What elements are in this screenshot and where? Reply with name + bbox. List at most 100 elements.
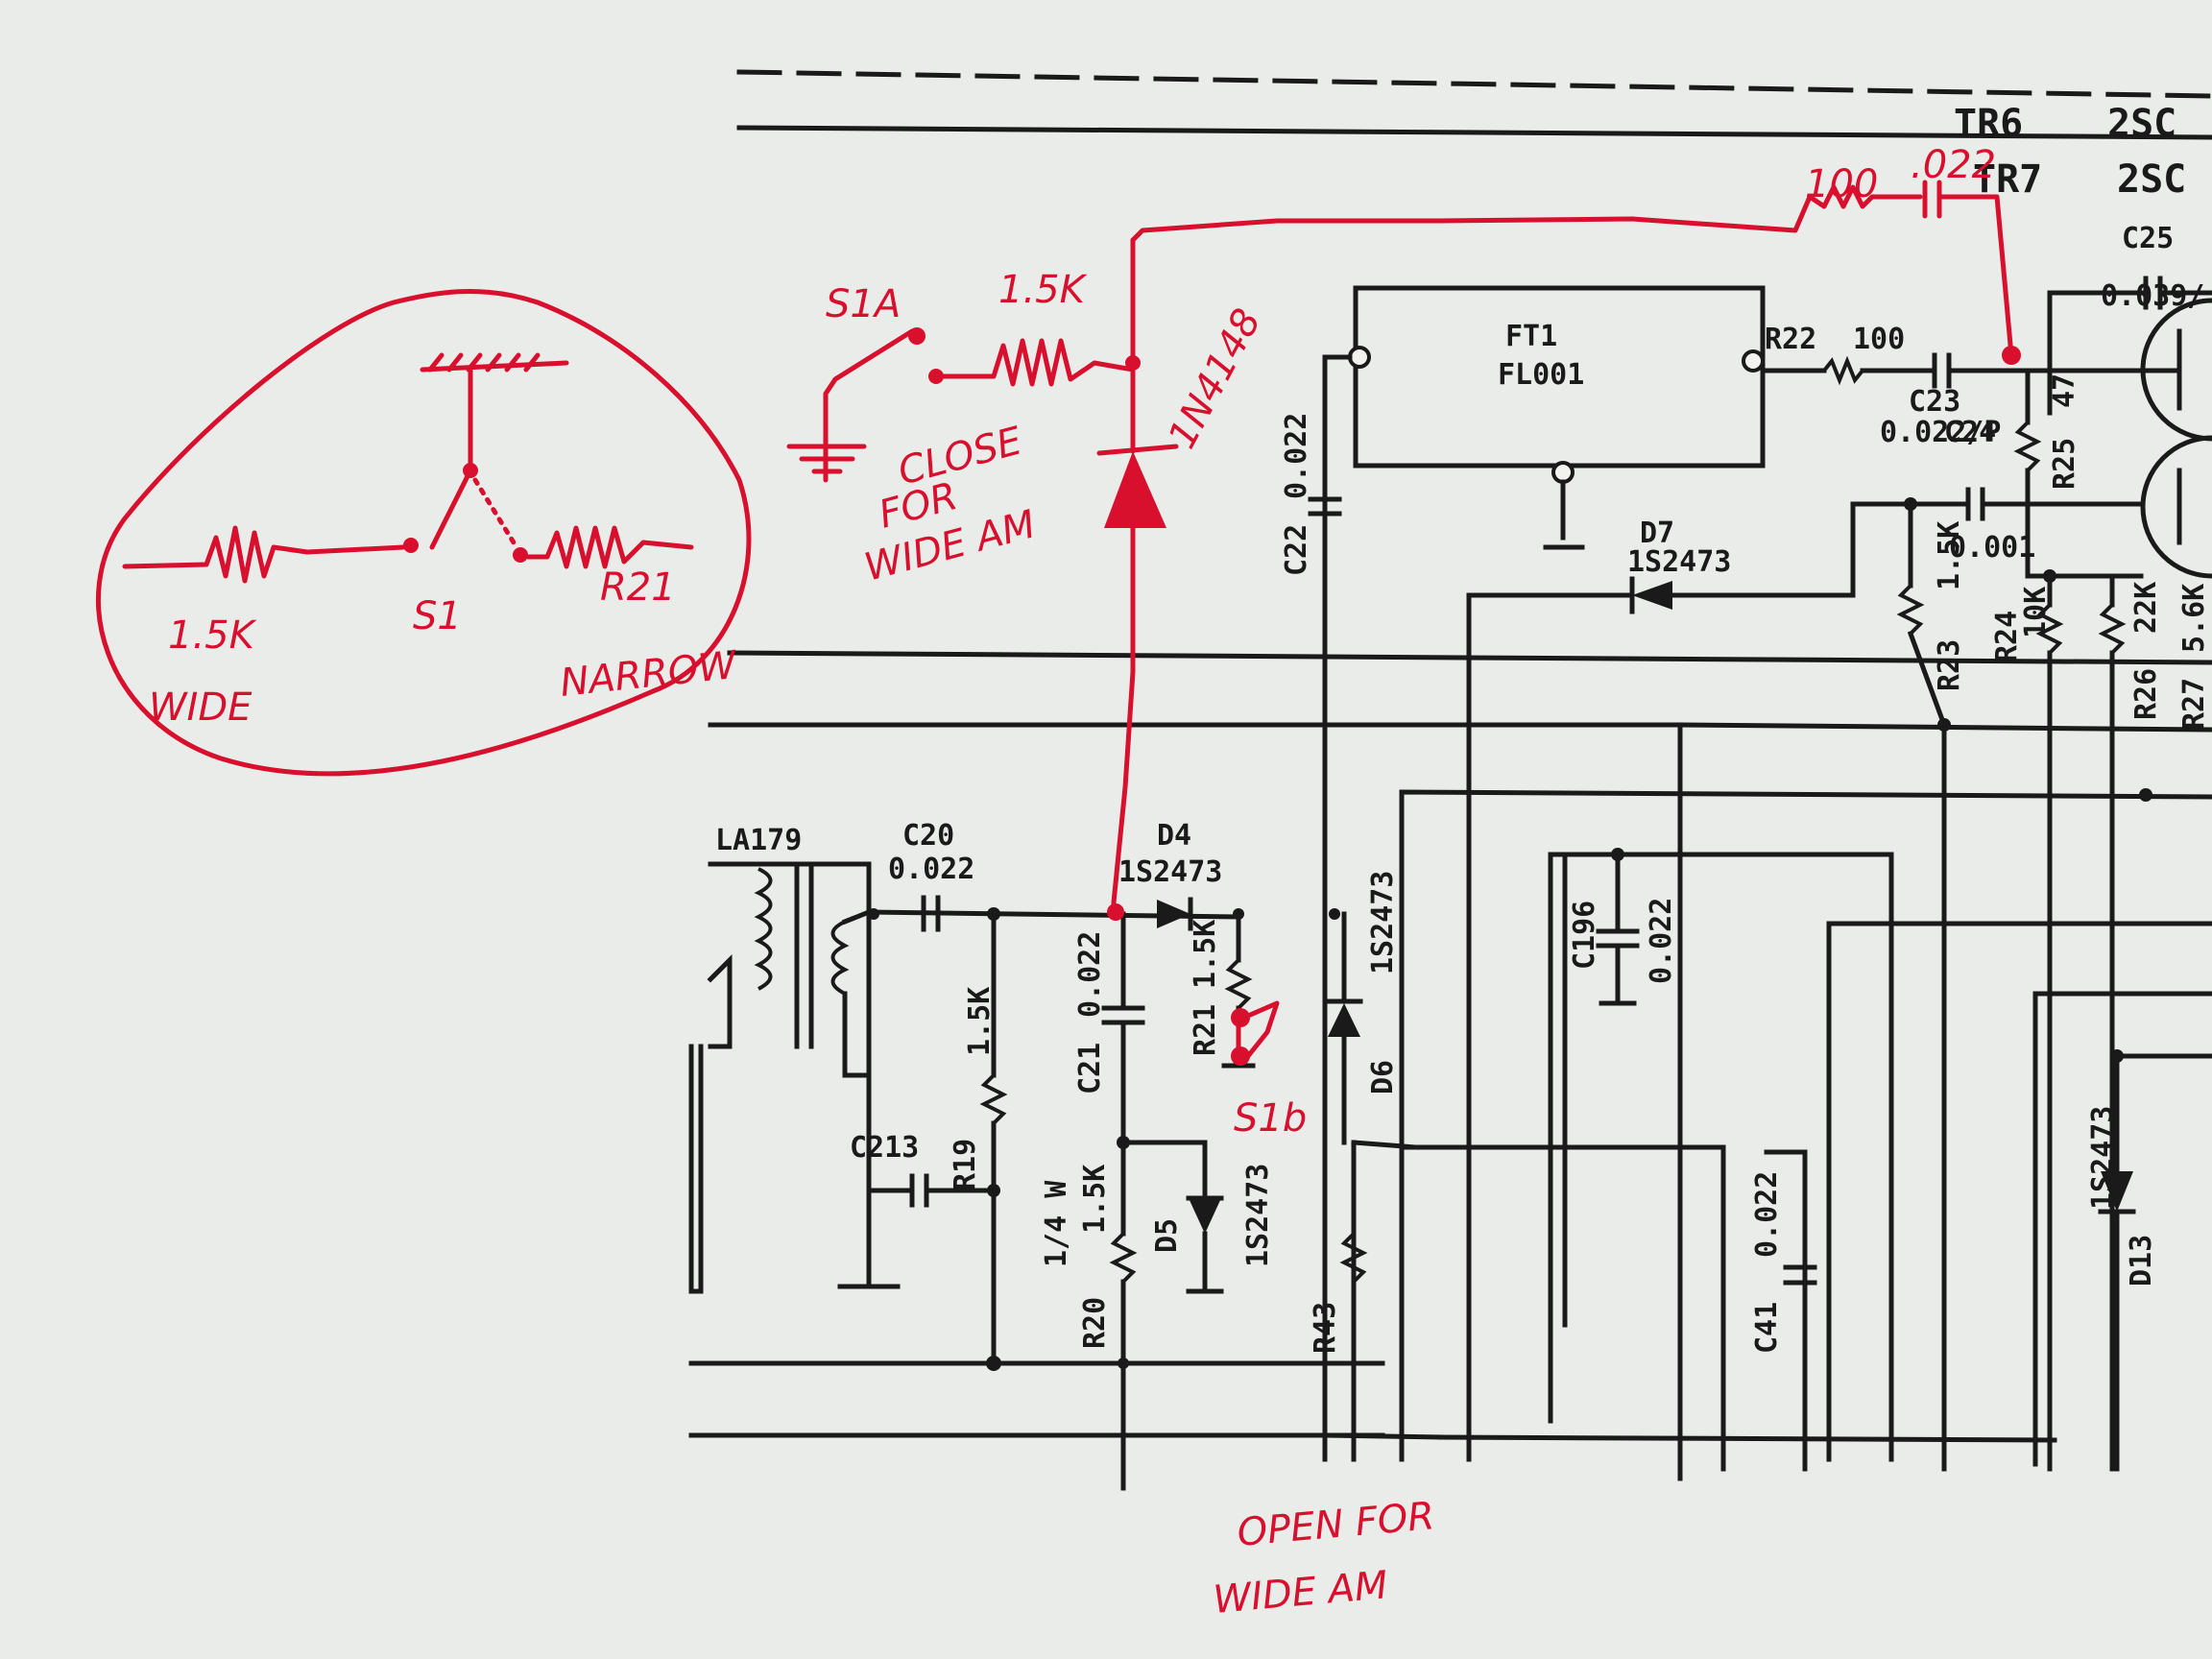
d13-label: D13 (2125, 1235, 2158, 1286)
c21-value: 0.022 (1073, 931, 1107, 1018)
resistor-r24: R24 10K (1990, 569, 2144, 1472)
resistor-r21: R21 1.5K (1189, 911, 1256, 1069)
d4-part: 1S2473 (1118, 855, 1222, 889)
c24-label: C24 (1944, 416, 1996, 449)
r19-label: R19 (949, 1139, 982, 1190)
c21-label: C21 (1073, 1043, 1107, 1094)
tr6-part: 2SC (2107, 102, 2176, 146)
s1a-label: S1A (826, 282, 901, 326)
resistor-r43: R43 (1309, 1197, 1368, 1354)
r22-value: 100 (1853, 323, 1905, 356)
r24-value: 10K (2019, 587, 2053, 638)
r19-value: 1.5K (963, 987, 997, 1056)
r21-label: R21 (1189, 1004, 1222, 1056)
annotation-s1a-branch: S1A 1.5K 1N4148 CLOSE FOR WIDE AM (786, 237, 1270, 921)
resistor-r20: R20 1.5K 1/4 W (1040, 1140, 1138, 1491)
diode-d7: D7 1S2473 (1466, 517, 1856, 1462)
capacitor-c21: C21 0.022 (1073, 911, 1145, 1149)
resistor-r19: R19 1.5K (949, 911, 1008, 1371)
r26-value: 22K (2129, 582, 2163, 634)
capacitor-c24: C24 0.001 (1850, 416, 2144, 579)
close-note-line1: CLOSE (894, 419, 1027, 494)
r20-label: R20 (1078, 1297, 1112, 1349)
c23-value: 0.022/P (1880, 416, 2001, 449)
la179-label: LA179 (715, 824, 802, 857)
r22-c23-branch: R22 100 C23 0.022/P (1760, 323, 2163, 449)
resistor-r23: R23 1.5K (1896, 501, 1966, 1472)
filter-ft1: FT1 FL001 (1322, 285, 1766, 1462)
capacitor-c213: C213 (837, 1072, 997, 1289)
inset-left-value: 1.5K (168, 613, 257, 658)
c22-value: 0.022 (1280, 413, 1313, 499)
open-note-line2: WIDE AM (1212, 1563, 1389, 1623)
r21-value: 1.5K (1189, 920, 1222, 989)
d13-part: 1S2473 (2086, 1106, 2120, 1210)
open-note-line1: OPEN FOR (1236, 1494, 1436, 1555)
s1b-label: S1b (1234, 1096, 1307, 1141)
capacitor-c41: C41 0.022 (1750, 1171, 1817, 1354)
transistor-tr6 (2140, 435, 2212, 579)
annotation-open-note: OPEN FOR WIDE AM (1212, 1494, 1436, 1623)
r22-label: R22 (1765, 323, 1816, 356)
c23-label: C23 (1909, 385, 1960, 419)
capacitor-c22: C22 0.022 (1280, 413, 1342, 576)
resistor-r25: R25 47 (2013, 368, 2081, 579)
c196-value: 0.022 (1645, 898, 1678, 984)
r43-label: R43 (1309, 1302, 1342, 1354)
transistor-tr7 (2140, 298, 2212, 442)
added-resistor-value: 1.5K (998, 268, 1088, 312)
added-diode-part: 1N4148 (1160, 301, 1269, 455)
mod-c-value: .022 (1911, 143, 1996, 187)
r23-label: R23 (1933, 639, 1966, 691)
top-rails: TR6 2SC TR7 2SC (736, 69, 2212, 202)
d6-label: D6 (1366, 1060, 1400, 1094)
bus-lines (688, 650, 2212, 1481)
d4-label: D4 (1157, 819, 1191, 853)
c41-value: 0.022 (1750, 1171, 1784, 1258)
diode-d5: D5 1S2473 (1120, 1140, 1275, 1294)
diode-d4: D4 1S2473 (1118, 819, 1340, 931)
resistor-r26: R26 22K (2098, 573, 2163, 1472)
annotation-feedback-path: 100 .022 (1130, 143, 2021, 365)
r27-label: R27 (2177, 678, 2211, 730)
capacitor-c20: C20 0.022 (868, 819, 1000, 932)
d5-part: 1S2473 (1241, 1164, 1275, 1267)
inset-right-value: R21 (600, 565, 676, 610)
d7-part: 1S2473 (1627, 545, 1731, 579)
r25-label: R25 (2048, 438, 2081, 490)
c41-label: C41 (1750, 1302, 1784, 1354)
r20-watt: 1/4 W (1040, 1180, 1073, 1267)
inset-switch-sketch: 1.5K WIDE S1 R21 NARROW (95, 289, 752, 777)
r20-value: 1.5K (1078, 1165, 1112, 1234)
tr7-label: TR7 (1973, 157, 2042, 202)
r23-value: 1.5K (1933, 521, 1966, 590)
inset-switch-label: S1 (413, 594, 462, 638)
d6-part: 1S2473 (1366, 871, 1400, 974)
c213-label: C213 (850, 1131, 919, 1165)
r24-label: R24 (1990, 611, 2024, 662)
r25-value: 47 (2048, 373, 2081, 408)
capacitor-c196: C196 0.022 (1562, 848, 1678, 1328)
c22-label: C22 (1280, 524, 1313, 576)
resistor-r27: R27 5.6K (2177, 584, 2211, 730)
filter-name: FT1 (1505, 320, 1557, 353)
r26-label: R26 (2129, 668, 2163, 720)
annotation-s1b: S1b (1231, 1000, 1307, 1141)
c20-label: C20 (902, 819, 954, 853)
r27-value: 5.6K (2177, 584, 2211, 653)
c25-value: 0.039/ (2101, 279, 2204, 313)
inset-right-mode: NARROW (558, 643, 739, 706)
tr7-part: 2SC (2117, 157, 2186, 202)
c20-value: 0.022 (888, 853, 974, 886)
diode-d13: D13 1S2473 (2086, 1053, 2158, 1472)
d5-label: D5 (1150, 1218, 1184, 1253)
diode-d6: D6 1S2473 (1325, 871, 1419, 1462)
inset-left-mode: WIDE (149, 685, 252, 730)
c25-label: C25 (2122, 222, 2174, 255)
d7-label: D7 (1640, 517, 1674, 550)
c24-value: 0.001 (1949, 531, 2035, 565)
c196-label: C196 (1568, 901, 1601, 970)
tr6-label: TR6 (1954, 102, 2023, 146)
filter-part: FL001 (1498, 358, 1584, 392)
